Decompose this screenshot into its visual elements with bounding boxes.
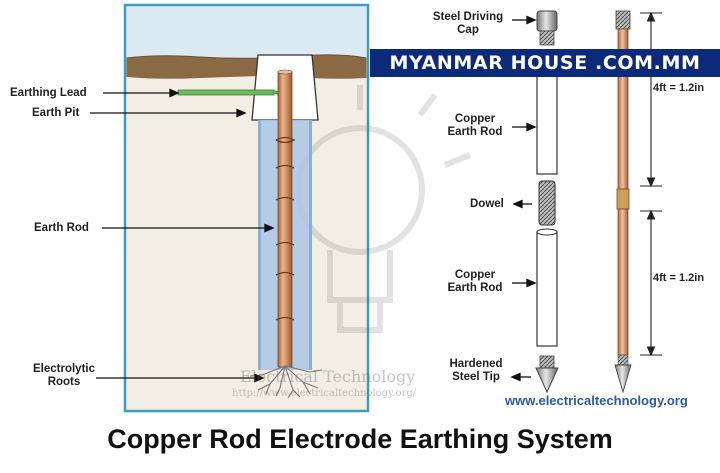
dowel-part	[538, 180, 556, 226]
label-steel-driving-cap-line1: Steel Driving	[432, 11, 504, 23]
label-dowel: Dowel	[470, 198, 504, 210]
label-copper-earth-rod-bottom-line2: Earth Rod	[447, 282, 503, 294]
soil-surface-line	[126, 54, 367, 59]
watermark-banner: MYANMAR HOUSE .COM.MM	[370, 49, 720, 77]
sky-area	[126, 6, 367, 61]
label-electrolytic-roots-line1: Electrolytic	[33, 363, 95, 375]
label-copper-earth-rod-top-line2: Earth Rod	[447, 126, 503, 138]
copper-earth-rod-bottom-outline	[536, 228, 558, 347]
website-credit: www.electricaltechnology.org	[505, 393, 688, 408]
label-hardened-steel-tip-line2: Steel Tip	[452, 371, 500, 383]
label-copper-earth-rod-bottom-line1: Copper	[454, 269, 496, 281]
label-copper-earth-rod-top-line1: Copper	[454, 113, 496, 125]
label-electrolytic-roots-line2: Roots	[47, 376, 81, 388]
electrolytic-roots	[249, 365, 323, 399]
left-pointer-arrows	[90, 88, 275, 383]
dimension-lower-label: 4ft = 1.2in	[653, 272, 705, 284]
diagram-title: Copper Rod Electrode Earthing System	[107, 424, 613, 454]
label-earth-rod: Earth Rod	[34, 222, 89, 234]
steel-driving-cap	[536, 10, 558, 46]
backfill-edge-right	[309, 120, 312, 370]
backfill-edge-left	[258, 120, 261, 370]
label-earth-pit: Earth Pit	[32, 107, 80, 119]
ground-panel	[123, 3, 370, 413]
label-hardened-steel-tip-line1: Hardened	[449, 358, 503, 370]
label-earthing-lead: Earthing Lead	[10, 87, 87, 99]
right-pointer-arrows	[510, 15, 537, 382]
assembled-copper-rod	[614, 10, 632, 394]
label-steel-driving-cap-line2: Cap	[457, 24, 479, 36]
watermark-url-text: http://www.electricaltechnology.org/	[232, 388, 417, 399]
dimension-upper-label: 4ft = 1.2in	[653, 82, 705, 94]
dimension-lines	[640, 11, 662, 357]
earth-rod	[275, 69, 296, 368]
watermark-brand-text: Electrical Technology	[240, 367, 416, 386]
hardened-steel-tip	[535, 355, 559, 394]
